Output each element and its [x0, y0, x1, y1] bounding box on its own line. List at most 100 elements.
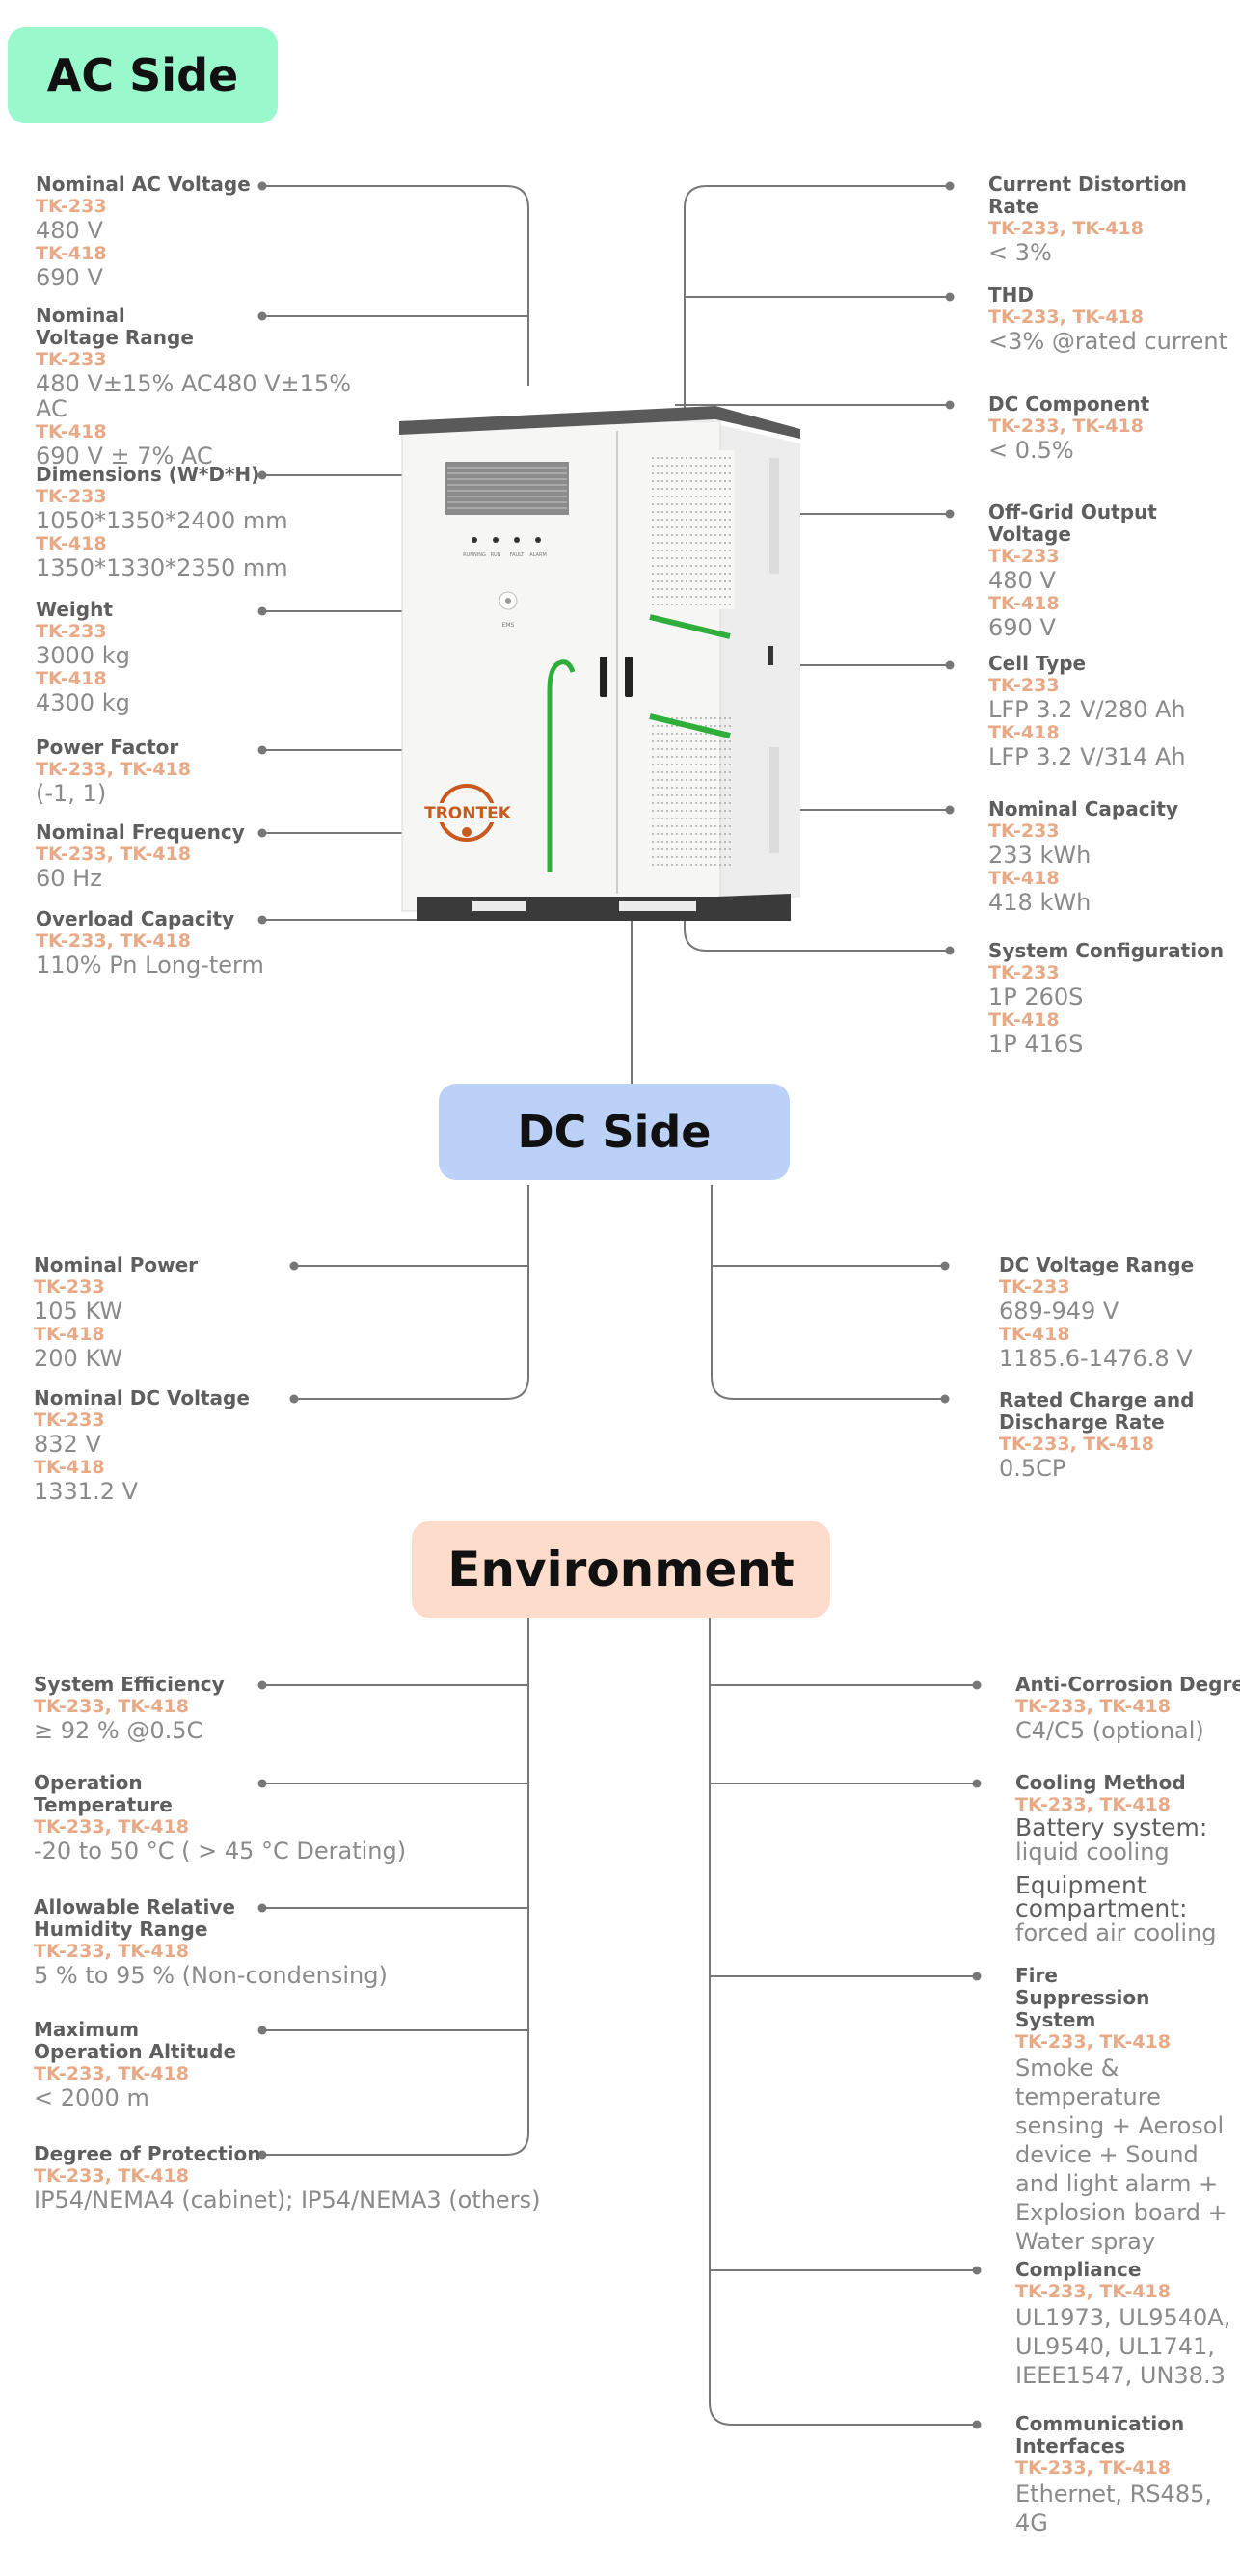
- connector-ac-right-main: [684, 185, 950, 413]
- spec-value: 690 V: [988, 614, 1056, 641]
- spec-value: 4300 kg: [36, 689, 130, 716]
- spec-compliance: Compliance TK-233, TK-418 UL1973, UL9540…: [1015, 2259, 1237, 2390]
- variant-label: TK-418: [36, 533, 107, 554]
- variant-label: TK-418: [34, 1457, 105, 1478]
- connector-ac-right-7: [684, 916, 950, 952]
- spec-fire-suppression-system: Fire Suppression System TK-233, TK-418 S…: [1015, 1965, 1237, 2256]
- variant-label: TK-233, TK-418: [988, 307, 1144, 328]
- spec-thd: THD TK-233, TK-418 <3% @rated current: [988, 283, 1239, 355]
- spec-value: 480 V: [36, 217, 103, 244]
- spec-value: 1P 260S: [988, 983, 1084, 1010]
- indicator-label: RUN: [491, 552, 501, 558]
- indicator-label: RUNNING: [463, 552, 486, 558]
- variant-label: TK-233, TK-418: [999, 1434, 1154, 1455]
- variant-label: TK-233, TK-418: [36, 930, 191, 952]
- variant-label: TK-233, TK-418: [36, 844, 191, 865]
- spec-label: Nominal Frequency: [36, 820, 245, 844]
- variant-label: TK-233, TK-418: [34, 1816, 189, 1838]
- connector-dc-left-2: [294, 1266, 529, 1400]
- spec-value: forced air cooling: [1015, 1919, 1217, 1946]
- spec-operation-altitude: Maximum Operation Altitude TK-233, TK-41…: [34, 2019, 265, 2111]
- spec-value: ≥ 92 % @0.5C: [34, 1717, 203, 1744]
- spec-value: 3000 kg: [36, 642, 130, 669]
- spec-label: Allowable Relative Humidity Range: [34, 1895, 235, 1941]
- spec-value: UL1973, UL9540A, UL9540, UL1741, IEEE154…: [1015, 2304, 1231, 2389]
- connector-dc-right-main: [711, 1185, 945, 1267]
- spec-label: Power Factor: [36, 736, 179, 759]
- spec-nominal-ac-voltage: Nominal AC Voltage TK-233 480 V TK-418 6…: [36, 174, 267, 291]
- spec-value: -20 to 50 °C ( > 45 °C Derating): [34, 1838, 407, 1865]
- spec-dimensions: Dimensions (W*D*H) TK-233 1050*1350*2400…: [36, 464, 383, 581]
- spec-operation-temperature: Operation Temperature TK-233, TK-418 -20…: [34, 1772, 439, 1865]
- variant-label: TK-233, TK-418: [988, 218, 1144, 239]
- spec-system-configuration: System Configuration TK-233 1P 260S TK-4…: [988, 939, 1239, 1058]
- spec-label: Cooling Method: [1015, 1771, 1186, 1794]
- spec-label: THD: [988, 283, 1034, 307]
- spec-label: System Efficiency: [34, 1673, 225, 1696]
- spec-cooling-method: Cooling Method TK-233, TK-418 Battery sy…: [1015, 1771, 1237, 1946]
- spec-label: Cell Type: [988, 652, 1087, 675]
- spec-overload-capacity: Overload Capacity TK-233, TK-418 110% Pn…: [36, 907, 325, 979]
- spec-nominal-frequency: Nominal Frequency TK-233, TK-418 60 Hz: [36, 820, 267, 892]
- spec-value: 689-949 V: [999, 1298, 1119, 1325]
- spec-nominal-power: Nominal Power TK-233 105 KW TK-418 200 K…: [34, 1254, 265, 1372]
- spec-value: Ethernet, RS485, 4G: [1015, 2481, 1212, 2536]
- spec-degree-of-protection: Degree of Protection TK-233, TK-418 IP54…: [34, 2142, 632, 2214]
- spec-label: Communication Interfaces: [1015, 2412, 1185, 2457]
- variant-label: TK-418: [36, 421, 107, 443]
- spec-label: Current Distortion Rate: [988, 173, 1187, 218]
- spec-value: 1050*1350*2400 mm: [36, 507, 288, 534]
- cooling-subheading: Battery system:: [1015, 1813, 1208, 1841]
- variant-label: TK-233, TK-418: [1015, 2281, 1171, 2302]
- spec-value: 60 Hz: [36, 865, 102, 892]
- spec-value: 1P 416S: [988, 1031, 1084, 1058]
- spec-dc-voltage-range: DC Voltage Range TK-233 689-949 V TK-418…: [999, 1253, 1230, 1372]
- variant-label: TK-233: [988, 962, 1060, 983]
- variant-label: TK-418: [988, 593, 1060, 614]
- variant-label: TK-233, TK-418: [34, 1941, 189, 1962]
- variant-label: TK-233: [36, 349, 107, 370]
- spec-power-factor: Power Factor TK-233, TK-418 (-1, 1): [36, 736, 267, 807]
- spec-value: < 0.5%: [988, 437, 1074, 464]
- spec-label: Nominal Capacity: [988, 797, 1179, 820]
- variant-label: TK-233: [988, 820, 1060, 842]
- dc-side-heading: DC Side: [439, 1084, 790, 1180]
- spec-nominal-dc-voltage: Nominal DC Voltage TK-233 832 V TK-418 1…: [34, 1386, 265, 1505]
- spec-label: Nominal DC Voltage: [34, 1386, 250, 1409]
- spec-label: DC Voltage Range: [999, 1253, 1195, 1276]
- spec-value: 832 V: [34, 1431, 101, 1458]
- spec-nominal-voltage-range: Nominal Voltage Range TK-233 480 V±15% A…: [36, 304, 383, 470]
- spec-current-distortion-rate: Current Distortion Rate TK-233, TK-418 <…: [988, 173, 1239, 266]
- environment-heading: Environment: [412, 1521, 830, 1618]
- spec-label: Fire Suppression System: [1015, 1964, 1150, 2031]
- spec-label: Nominal Voltage Range: [36, 304, 194, 349]
- variant-label: TK-418: [988, 868, 1060, 889]
- spec-value: C4/C5 (optional): [1015, 1717, 1204, 1744]
- variant-label: TK-233, TK-418: [1015, 2031, 1171, 2053]
- spec-label: Overload Capacity: [36, 907, 235, 930]
- connector-dc-right-2: [711, 1266, 945, 1400]
- spec-value: 233 kWh: [988, 842, 1092, 869]
- spec-value: liquid cooling: [1015, 1838, 1170, 1865]
- variant-label: TK-233, TK-418: [1015, 1696, 1171, 1717]
- variant-label: TK-418: [34, 1324, 105, 1345]
- spec-label: Degree of Protection: [34, 2142, 261, 2165]
- spec-cell-type: Cell Type TK-233 LFP 3.2 V/280 Ah TK-418…: [988, 652, 1239, 770]
- spec-label: Off-Grid Output Voltage: [988, 500, 1157, 546]
- variant-label: TK-233: [36, 621, 107, 642]
- variant-label: TK-418: [36, 243, 107, 264]
- variant-label: TK-233, TK-418: [1015, 2457, 1171, 2479]
- variant-label: TK-233: [34, 1409, 105, 1431]
- variant-label: TK-233, TK-418: [34, 2165, 189, 2187]
- spec-value: 1185.6-1476.8 V: [999, 1345, 1193, 1372]
- spec-system-efficiency: System Efficiency TK-233, TK-418 ≥ 92 % …: [34, 1673, 265, 1744]
- spec-anti-corrosion-degree: Anti-Corrosion Degree TK-233, TK-418 C4/…: [1015, 1674, 1240, 1744]
- variant-label: TK-418: [988, 722, 1060, 743]
- spec-value: 480 V: [988, 567, 1056, 594]
- spec-label: System Configuration: [988, 939, 1225, 962]
- connector-env-left-main: [262, 1618, 529, 2156]
- variant-label: TK-233: [34, 1276, 105, 1298]
- spec-rated-charge-discharge-rate: Rated Charge and Discharge Rate TK-233, …: [999, 1389, 1221, 1482]
- cooling-subheading: Equipment compartment:: [1015, 1871, 1188, 1922]
- spec-value: 110% Pn Long-term: [36, 952, 264, 979]
